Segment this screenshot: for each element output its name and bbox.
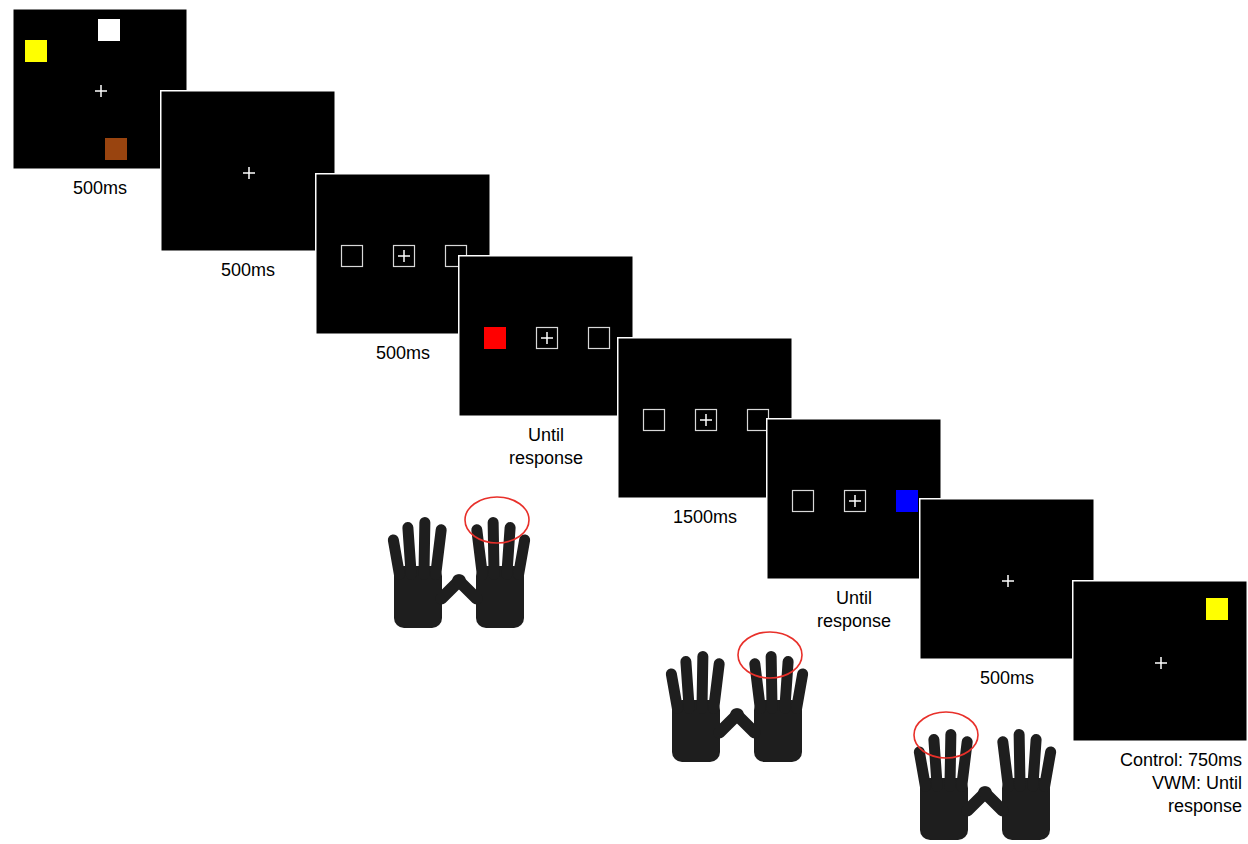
trial-screen: Until response (458, 255, 634, 470)
duration-caption: Until response (804, 587, 904, 633)
duration-caption: Until response (496, 424, 596, 470)
duration-caption: 500ms (919, 667, 1095, 690)
screen-display (1072, 580, 1248, 742)
hand-pair (387, 497, 531, 628)
trial-screen: Control: 750ms VWM: Until response (1072, 580, 1248, 818)
screen-display (766, 418, 942, 580)
trial-screen: Until response (766, 418, 942, 633)
hand-pair (913, 712, 1057, 840)
duration-caption: 500ms (160, 259, 336, 282)
screen-display (919, 498, 1095, 660)
hand-pair (665, 632, 809, 762)
screen-display (458, 255, 634, 417)
duration-caption: Control: 750ms VWM: Until response (1092, 749, 1242, 818)
trial-screen: 500ms (919, 498, 1095, 690)
response-circle (914, 712, 978, 758)
screen-display (160, 90, 336, 252)
trial-screen: 500ms (160, 90, 336, 282)
response-circle (738, 632, 802, 678)
response-circle (465, 497, 529, 543)
